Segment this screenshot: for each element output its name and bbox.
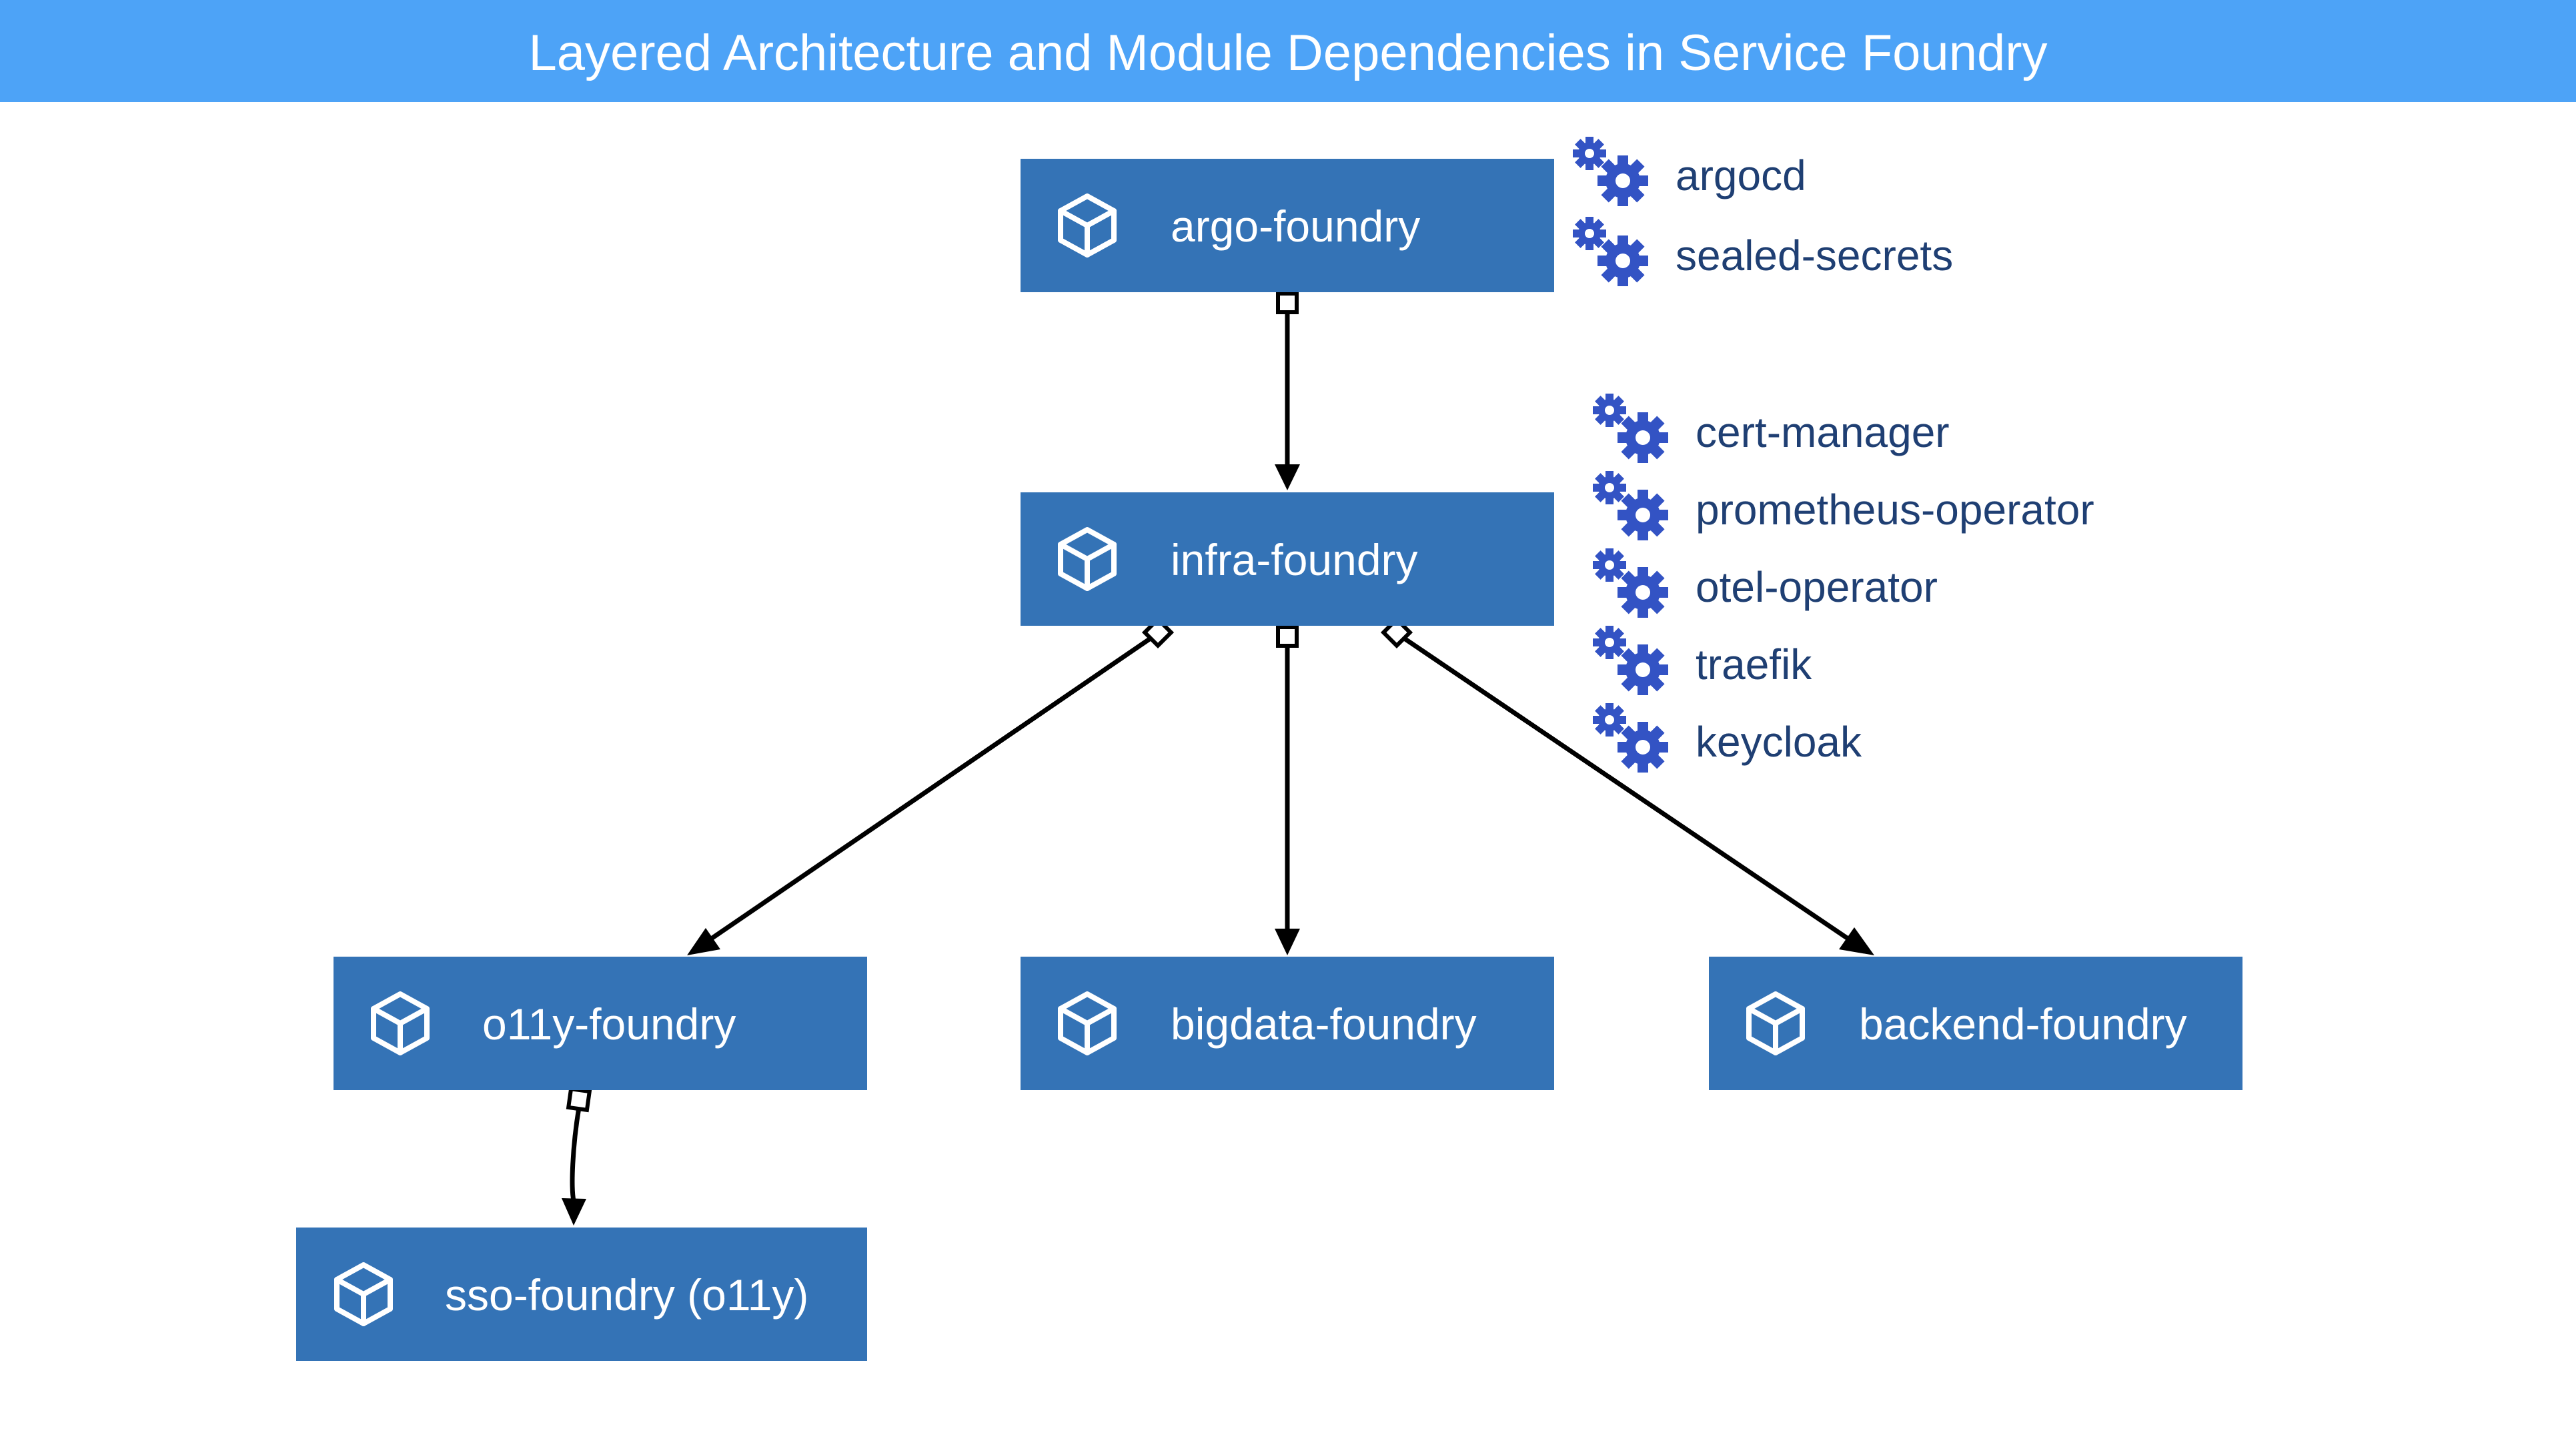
gears-icon xyxy=(1593,471,1668,540)
node-label: o11y-foundry xyxy=(482,999,736,1049)
node-bigdata-foundry[interactable]: bigdata-foundry xyxy=(1021,957,1554,1090)
gears-icon xyxy=(1593,394,1668,463)
gears-icon xyxy=(1593,703,1668,773)
node-o11y-foundry[interactable]: o11y-foundry xyxy=(334,957,867,1090)
component-label: argocd xyxy=(1676,151,1806,199)
component-prometheus-operator: prometheus-operator xyxy=(1593,471,2094,540)
node-label: argo-foundry xyxy=(1171,201,1420,251)
node-backend-foundry[interactable]: backend-foundry xyxy=(1709,957,2242,1090)
component-argocd: argocd xyxy=(1573,137,1806,206)
edge-infra-to-o11y xyxy=(687,616,1175,955)
component-label: otel-operator xyxy=(1696,563,1938,611)
gears-icon xyxy=(1573,137,1648,206)
gears-icon xyxy=(1593,626,1668,695)
component-cert-manager: cert-manager xyxy=(1593,394,1950,463)
edge-infra-to-bigdata xyxy=(1275,625,1300,955)
edge-infra-to-backend xyxy=(1380,616,1874,955)
title-banner: Layered Architecture and Module Dependen… xyxy=(0,0,2576,102)
component-keycloak: keycloak xyxy=(1593,703,1862,773)
node-label: sso-foundry (o11y) xyxy=(445,1270,808,1320)
diagram-title: Layered Architecture and Module Dependen… xyxy=(528,25,2047,81)
component-sealed-secrets: sealed-secrets xyxy=(1573,217,1953,286)
node-sso-foundry[interactable]: sso-foundry (o11y) xyxy=(296,1228,867,1361)
edge-argo-to-infra xyxy=(1275,292,1300,490)
argo-components: argocd sealed-secrets xyxy=(1573,137,1953,286)
node-infra-foundry[interactable]: infra-foundry xyxy=(1021,492,1554,626)
gears-icon xyxy=(1593,548,1668,618)
node-label: infra-foundry xyxy=(1171,535,1418,584)
component-label: keycloak xyxy=(1696,718,1862,766)
edge-o11y-to-sso xyxy=(562,1086,592,1226)
component-label: prometheus-operator xyxy=(1696,486,2094,534)
component-otel-operator: otel-operator xyxy=(1593,548,1938,618)
component-label: sealed-secrets xyxy=(1676,231,1953,280)
node-label: backend-foundry xyxy=(1859,999,2187,1049)
component-label: cert-manager xyxy=(1696,408,1950,456)
dependency-edges xyxy=(562,292,1874,1226)
gears-icon xyxy=(1573,217,1648,286)
node-argo-foundry[interactable]: argo-foundry xyxy=(1021,159,1554,292)
component-traefik: traefik xyxy=(1593,626,1812,695)
node-label: bigdata-foundry xyxy=(1171,999,1477,1049)
component-label: traefik xyxy=(1696,640,1812,688)
infra-components: cert-manager prometheus-operator otel-op… xyxy=(1593,394,2094,773)
